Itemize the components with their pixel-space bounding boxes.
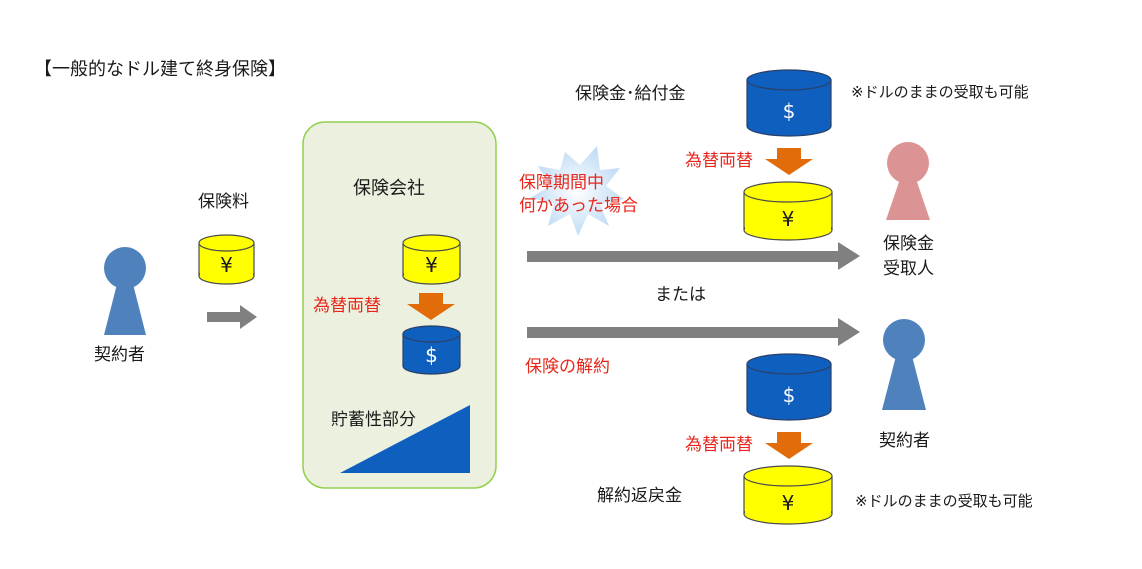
svg-text:$: $ bbox=[783, 99, 796, 123]
contractor-left-person-icon bbox=[104, 247, 146, 335]
beneficiary-label-line2: 受取人 bbox=[883, 259, 934, 279]
event-label-line1: 保障期間中 bbox=[519, 173, 604, 193]
dollar-coin-company: $ bbox=[402, 325, 461, 375]
contractor-right-person-icon bbox=[882, 319, 926, 410]
yen-coin-surrender: ¥ bbox=[743, 465, 833, 525]
dollar-note-benefit: ※ドルのままの受取も可能 bbox=[851, 83, 1029, 101]
premium-arrow bbox=[207, 305, 257, 329]
svg-text:¥: ¥ bbox=[782, 491, 795, 515]
savings-triangle bbox=[340, 405, 470, 473]
exchange-arrow-company bbox=[407, 293, 455, 320]
benefit-label: 保険金･給付金 bbox=[575, 84, 686, 104]
insurance-company-label: 保険会社 bbox=[353, 178, 425, 199]
yen-coin-premium: ¥ bbox=[198, 234, 255, 285]
cancellation-label: 保険の解約 bbox=[525, 357, 610, 377]
benefit-payout-arrow bbox=[527, 242, 860, 270]
exchange-label-benefit: 為替両替 bbox=[685, 151, 753, 171]
diagram-title: 【一般的なドル建て終身保険】 bbox=[34, 59, 286, 80]
surrender-value-label: 解約返戻金 bbox=[597, 486, 682, 506]
svg-text:¥: ¥ bbox=[425, 253, 438, 277]
contractor-right-label: 契約者 bbox=[879, 431, 930, 451]
svg-text:¥: ¥ bbox=[220, 253, 233, 277]
yen-coin-company: ¥ bbox=[402, 234, 461, 285]
dollar-note-surrender: ※ドルのままの受取も可能 bbox=[855, 492, 1033, 510]
or-label: または bbox=[655, 285, 706, 305]
svg-text:$: $ bbox=[783, 383, 796, 407]
svg-text:¥: ¥ bbox=[782, 207, 795, 231]
svg-text:$: $ bbox=[425, 343, 438, 367]
surrender-payout-arrow bbox=[527, 318, 860, 346]
yen-coin-benefit: ¥ bbox=[743, 181, 833, 241]
exchange-arrow-surrender bbox=[765, 432, 813, 459]
dollar-coin-surrender: $ bbox=[746, 353, 832, 421]
savings-portion-label: 貯蓄性部分 bbox=[331, 410, 416, 430]
event-burst-shape bbox=[530, 146, 624, 236]
premium-label: 保険料 bbox=[198, 192, 249, 212]
insurance-company-box bbox=[302, 121, 497, 489]
dollar-coin-benefit: $ bbox=[746, 69, 832, 137]
beneficiary-label-line1: 保険金 bbox=[883, 234, 934, 254]
exchange-arrow-benefit bbox=[765, 148, 813, 175]
exchange-label-surrender: 為替両替 bbox=[685, 435, 753, 455]
event-label-line2: 何かあった場合 bbox=[519, 196, 638, 216]
exchange-label-company: 為替両替 bbox=[313, 296, 381, 316]
contractor-left-label: 契約者 bbox=[94, 345, 145, 365]
beneficiary-person-icon bbox=[886, 142, 930, 220]
